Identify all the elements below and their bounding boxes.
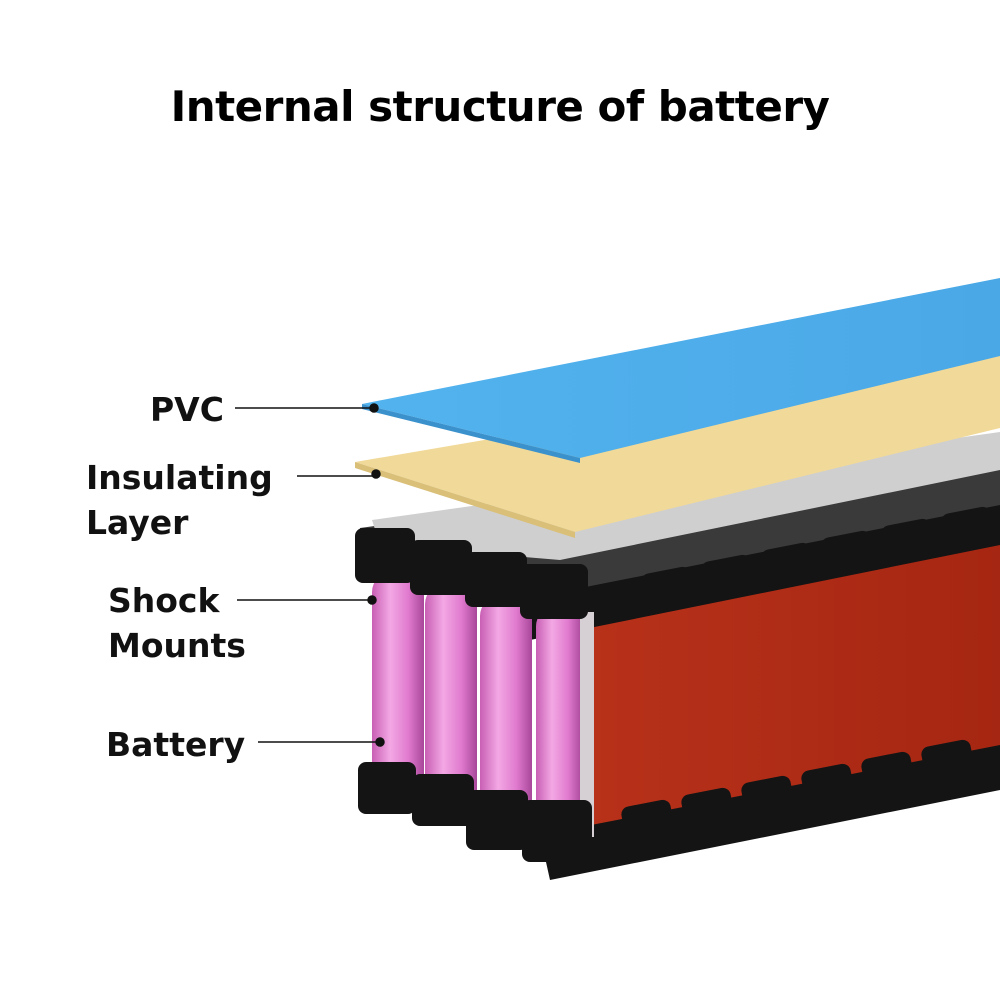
- leader-lines: [235, 403, 385, 747]
- label-shock-mounts: Shock Mounts: [108, 578, 246, 668]
- label-battery: Battery: [106, 722, 245, 767]
- label-insulating-layer: Insulating Layer: [86, 455, 273, 545]
- label-pvc-text: PVC: [150, 390, 224, 429]
- label-insulating-line1: Insulating: [86, 458, 273, 497]
- label-shock-line1: Shock: [108, 581, 220, 620]
- top-holder-row: [520, 505, 1000, 640]
- front-top-holders: [355, 528, 588, 619]
- label-shock-line2: Mounts: [108, 626, 246, 665]
- bottom-holder-row: [540, 739, 1000, 880]
- front-cells: [372, 572, 594, 838]
- diagram-title: Internal structure of battery: [170, 82, 830, 131]
- label-pvc: PVC: [150, 387, 224, 432]
- front-bottom-holders: [358, 762, 592, 862]
- label-battery-text: Battery: [106, 725, 246, 764]
- label-insulating-line2: Layer: [86, 503, 189, 542]
- insulating-layer-sheet: [355, 352, 1000, 538]
- pvc-sheet: [362, 278, 1000, 463]
